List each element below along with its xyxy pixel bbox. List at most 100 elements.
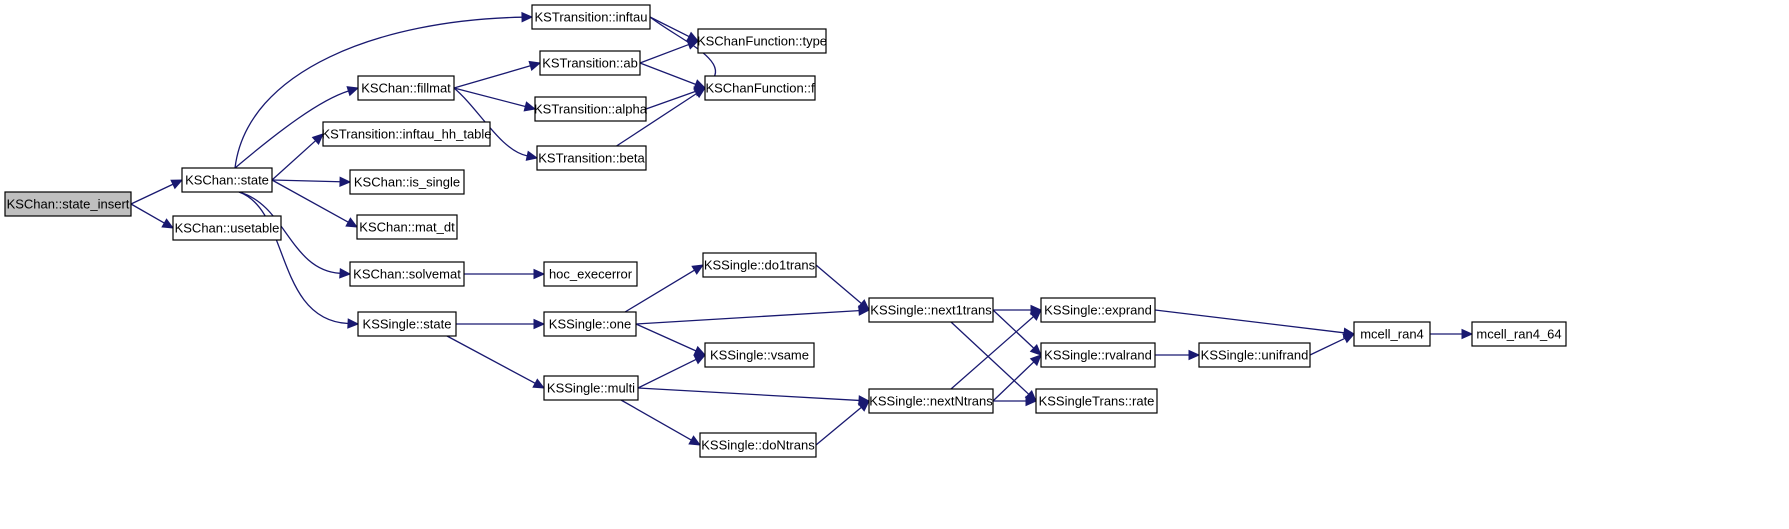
arrowhead-icon bbox=[532, 378, 546, 389]
node-doNtrans[interactable]: KSSingle::doNtrans bbox=[699, 432, 817, 458]
node-inftau[interactable]: KSTransition::inftau bbox=[531, 4, 651, 30]
node-inftau-hh[interactable]: KSTransition::inftau_hh_table bbox=[321, 121, 492, 147]
edge-line bbox=[130, 183, 174, 205]
node-label: KSChanFunction::f bbox=[705, 81, 815, 96]
node-label: KSSingle::rvalrand bbox=[1044, 348, 1152, 363]
node-is-single[interactable]: KSChan::is_single bbox=[349, 169, 465, 195]
edge-multi-to-doNtrans bbox=[620, 399, 702, 446]
edge-line bbox=[950, 316, 1034, 390]
edge-doNtrans-to-nextNtrans bbox=[815, 400, 870, 446]
node-box bbox=[543, 311, 637, 337]
node-fillmat[interactable]: KSChan::fillmat bbox=[357, 75, 455, 101]
node-box bbox=[1198, 342, 1311, 368]
node-label: KSChan::state bbox=[185, 173, 269, 188]
arrowhead-icon bbox=[345, 217, 359, 228]
arrowhead-icon bbox=[1342, 333, 1356, 344]
node-label: KSSingle::state bbox=[363, 317, 452, 332]
node-label: KSSingle::next1trans bbox=[870, 303, 992, 318]
node-box bbox=[534, 96, 647, 122]
node-alpha[interactable]: KSTransition::alpha bbox=[534, 96, 648, 122]
node-box bbox=[349, 169, 465, 195]
node-hoc-execerror[interactable]: hoc_execerror bbox=[543, 261, 638, 287]
edge-unifrand-to-mcell_ran4 bbox=[1309, 333, 1356, 356]
edge-line bbox=[271, 140, 317, 181]
node-ab[interactable]: KSTransition::ab bbox=[539, 50, 641, 76]
edge-state_insert-to-usetable bbox=[130, 203, 175, 229]
edge-kschan_state-to-kssingle_state bbox=[238, 191, 360, 329]
node-one[interactable]: KSSingle::one bbox=[543, 311, 637, 337]
node-mat-dt[interactable]: KSChan::mat_dt bbox=[356, 214, 458, 240]
node-label: KSChan::usetable bbox=[175, 221, 280, 236]
edge-line bbox=[645, 90, 696, 110]
node-label: KSSingle::nextNtrans bbox=[869, 394, 993, 409]
node-rate[interactable]: KSSingleTrans::rate bbox=[1035, 388, 1158, 414]
node-vsame[interactable]: KSSingle::vsame bbox=[704, 342, 815, 368]
node-label: KSTransition::inftau bbox=[535, 10, 648, 25]
edge-line bbox=[1309, 337, 1346, 356]
arrowhead-icon bbox=[339, 176, 352, 188]
node-label: mcell_ran4 bbox=[1360, 327, 1424, 342]
node-box bbox=[702, 252, 817, 278]
node-beta[interactable]: KSTransition::beta bbox=[536, 145, 647, 171]
edge-line bbox=[234, 90, 349, 169]
arrowhead-icon bbox=[528, 60, 542, 71]
edge-one-to-vsame bbox=[635, 323, 707, 356]
node-type[interactable]: KSChanFunction::type bbox=[697, 28, 827, 54]
node-label: hoc_execerror bbox=[549, 267, 633, 282]
edge-line bbox=[453, 87, 526, 108]
edge-line bbox=[639, 43, 689, 64]
edge-ab-to-f bbox=[639, 62, 707, 90]
node-solvemat[interactable]: KSChan::solvemat bbox=[349, 261, 465, 287]
edge-line bbox=[637, 358, 697, 389]
edge-line bbox=[238, 191, 341, 274]
node-exprand[interactable]: KSSingle::exprand bbox=[1040, 297, 1156, 323]
edge-solvemat-to-hoc_execerror bbox=[464, 268, 546, 280]
edge-nextNtrans-to-rate bbox=[993, 395, 1038, 407]
node-next1trans[interactable]: KSSingle::next1trans bbox=[868, 297, 994, 323]
arrowhead-icon bbox=[1461, 328, 1474, 340]
edge-fillmat-to-ab bbox=[453, 60, 542, 89]
node-multi[interactable]: KSSingle::multi bbox=[543, 375, 639, 401]
node-box bbox=[704, 75, 816, 101]
node-usetable[interactable]: KSChan::usetable bbox=[172, 215, 282, 241]
node-kschan-state[interactable]: KSChan::state bbox=[181, 167, 273, 193]
node-unifrand[interactable]: KSSingle::unifrand bbox=[1198, 342, 1311, 368]
node-box bbox=[699, 432, 817, 458]
node-box bbox=[357, 75, 455, 101]
edge-line bbox=[620, 399, 692, 441]
arrowhead-icon bbox=[170, 179, 184, 190]
arrowhead-icon bbox=[525, 150, 539, 161]
node-box bbox=[356, 214, 458, 240]
edge-state_insert-to-kschan_state bbox=[130, 179, 184, 205]
arrowhead-icon bbox=[533, 318, 546, 330]
node-box bbox=[543, 261, 638, 287]
edge-line bbox=[635, 323, 697, 352]
node-nextNtrans[interactable]: KSSingle::nextNtrans bbox=[868, 388, 994, 414]
node-rvalrand[interactable]: KSSingle::rvalrand bbox=[1040, 342, 1156, 368]
edge-line bbox=[992, 361, 1035, 402]
node-box bbox=[181, 167, 273, 193]
edge-line bbox=[130, 203, 165, 224]
node-label: KSChanFunction::type bbox=[697, 34, 827, 49]
arrowhead-icon bbox=[1029, 309, 1042, 321]
edges-layer bbox=[130, 11, 1474, 446]
edge-line bbox=[234, 16, 523, 169]
node-box bbox=[1471, 321, 1567, 347]
node-state-insert[interactable]: KSChan::state_insert bbox=[4, 191, 132, 217]
node-mcell-ran4-64[interactable]: mcell_ran4_64 bbox=[1471, 321, 1567, 347]
edge-nextNtrans-to-exprand bbox=[950, 309, 1042, 390]
node-box bbox=[1040, 342, 1156, 368]
node-box bbox=[1040, 297, 1156, 323]
node-box bbox=[868, 388, 994, 414]
node-mcell-ran4[interactable]: mcell_ran4 bbox=[1353, 321, 1431, 347]
node-label: KSSingle::unifrand bbox=[1201, 348, 1309, 363]
node-kssingle-state[interactable]: KSSingle::state bbox=[357, 311, 457, 337]
node-label: KSSingle::doNtrans bbox=[701, 438, 815, 453]
arrowhead-icon bbox=[346, 86, 360, 97]
node-f[interactable]: KSChanFunction::f bbox=[704, 75, 816, 101]
node-label: KSTransition::ab bbox=[542, 56, 638, 71]
node-do1trans[interactable]: KSSingle::do1trans bbox=[702, 252, 817, 278]
edge-line bbox=[1154, 309, 1345, 334]
edge-line bbox=[637, 387, 860, 402]
